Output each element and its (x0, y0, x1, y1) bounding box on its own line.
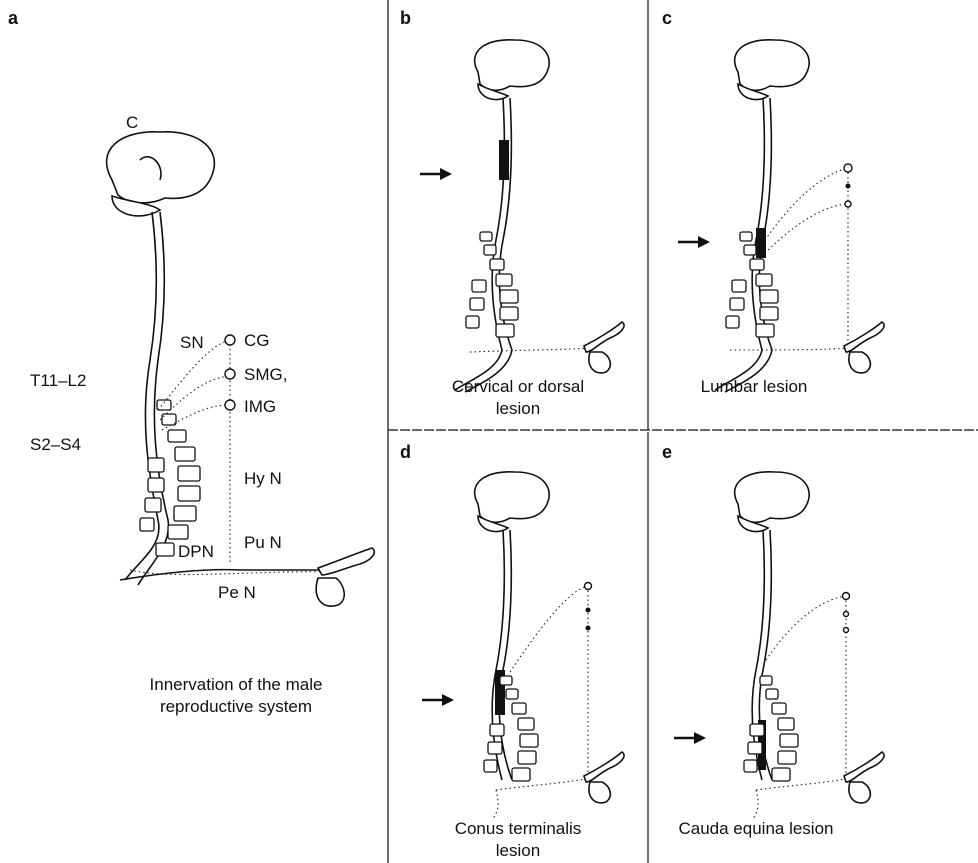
panel-letter-a: a (8, 8, 19, 28)
caption-d-line2: lesion (496, 841, 540, 860)
lesion-arrow-b (440, 168, 452, 180)
label-CG: CG (244, 331, 270, 350)
panel-e-diagram (674, 472, 884, 820)
panel-b-diagram (420, 40, 624, 392)
panel-letter-e: e (662, 442, 672, 462)
label-IMG: IMG (244, 397, 276, 416)
caption-b-line1: Cervical or dorsal (452, 377, 584, 396)
inferior-mesenteric-ganglion (225, 400, 235, 410)
label-SN: SN (180, 333, 204, 352)
caption-d-line1: Conus terminalis (455, 819, 582, 838)
label-PeN: Pe N (218, 583, 256, 602)
penis-illustration (318, 548, 374, 575)
superior-mesenteric-ganglion (225, 369, 235, 379)
lesion-arrow-c (698, 236, 710, 248)
label-DPN: DPN (178, 542, 214, 561)
panel-letter-b: b (400, 8, 411, 28)
vertebral-column-e (744, 676, 798, 781)
lesion-cervical (499, 140, 509, 180)
caption-b-line2: lesion (496, 399, 540, 418)
label-PuN: Pu N (244, 533, 282, 552)
caption-e-line1: Cauda equina lesion (678, 819, 833, 838)
panel-d-diagram (422, 472, 624, 820)
vertebral-column-d (484, 676, 538, 781)
pelvic-nerve (120, 570, 330, 580)
lesion-lumbar (756, 228, 766, 258)
panel-a-diagram (107, 132, 375, 606)
lesion-arrow-d (442, 694, 454, 706)
testis-illustration (316, 578, 344, 606)
panel-letter-d: d (400, 442, 411, 462)
label-C: C (126, 113, 138, 132)
label-SMG: SMG, (244, 365, 287, 384)
lesion-arrow-e (694, 732, 706, 744)
label-HyN: Hy N (244, 469, 282, 488)
label-T11-L2: T11–L2 (30, 371, 86, 390)
caption-a-line2: reproductive system (160, 697, 312, 716)
vertebral-column (140, 400, 200, 556)
caption-a-line1: Innervation of the male (150, 675, 323, 694)
celiac-ganglion (225, 335, 235, 345)
label-S2-S4: S2–S4 (30, 435, 81, 454)
caption-c-line1: Lumbar lesion (701, 377, 808, 396)
panel-letter-c: c (662, 8, 672, 28)
panel-c-diagram (678, 40, 884, 392)
